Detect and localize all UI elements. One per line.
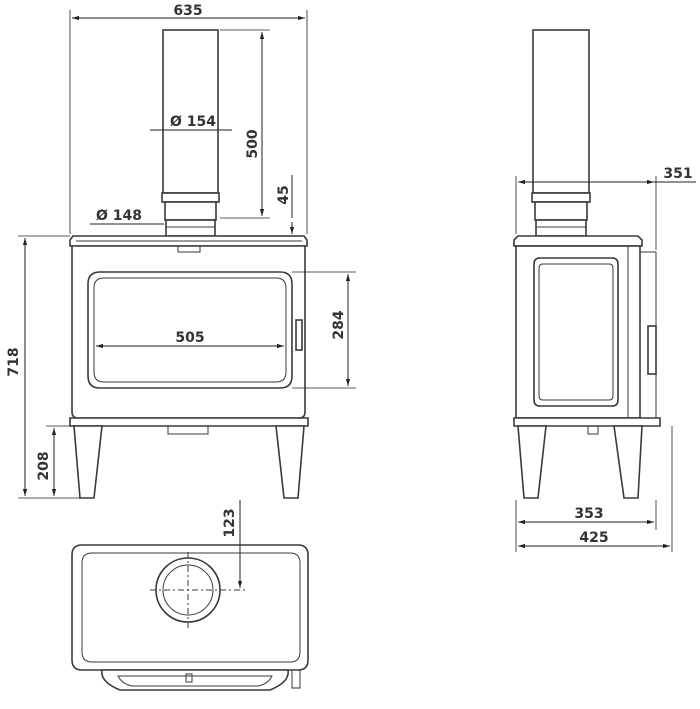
front-glass xyxy=(93,277,287,383)
side-top-plate xyxy=(513,235,643,247)
side-leg-right xyxy=(613,425,643,499)
dim-collar-height: 45 xyxy=(276,185,292,204)
dim-flue-offset: 123 xyxy=(222,508,238,537)
front-air-control xyxy=(177,245,201,253)
side-panel xyxy=(533,257,619,407)
side-body xyxy=(515,245,641,419)
top-flue-inner xyxy=(162,564,214,616)
front-flue-base xyxy=(165,219,216,237)
front-plinth xyxy=(69,417,309,427)
top-front-lip xyxy=(101,669,289,691)
front-leg-left xyxy=(73,425,103,499)
front-dimensions: 635 Ø 154 500 45 Ø 148 718 208 284 xyxy=(6,3,356,499)
dim-leg-height: 208 xyxy=(36,451,52,480)
front-leg-right xyxy=(275,425,305,499)
side-dimensions: 351 353 425 xyxy=(515,166,696,552)
dim-collar-diameter: Ø 148 xyxy=(96,208,142,224)
side-plinth xyxy=(513,417,661,427)
dim-front-width: 635 xyxy=(173,3,202,19)
side-leg-left xyxy=(517,425,547,499)
front-view xyxy=(69,29,309,499)
front-flue-pipe xyxy=(162,29,219,194)
side-flue-collar xyxy=(531,192,591,203)
top-outline xyxy=(71,544,309,671)
top-dimensions: 123 xyxy=(222,500,243,588)
dim-side-leg-depth: 353 xyxy=(574,506,603,522)
side-view xyxy=(513,29,661,499)
dim-flue-height: 500 xyxy=(245,129,261,158)
dim-side-total-depth: 425 xyxy=(579,530,608,546)
side-door-handle xyxy=(647,325,657,375)
front-door-frame xyxy=(87,271,293,389)
front-flue-collar xyxy=(161,192,220,203)
dim-total-height: 718 xyxy=(6,347,22,376)
front-ashpan-control xyxy=(167,425,209,435)
dim-flue-diameter: Ø 154 xyxy=(170,114,216,130)
top-view xyxy=(71,544,309,691)
side-flue-pipe xyxy=(532,29,590,194)
front-flue-spigot xyxy=(164,201,217,221)
front-door-handle xyxy=(295,319,303,351)
dim-side-flue-depth: 351 xyxy=(663,166,692,182)
dim-window-width: 505 xyxy=(175,330,204,346)
dim-window-height: 284 xyxy=(331,310,347,339)
